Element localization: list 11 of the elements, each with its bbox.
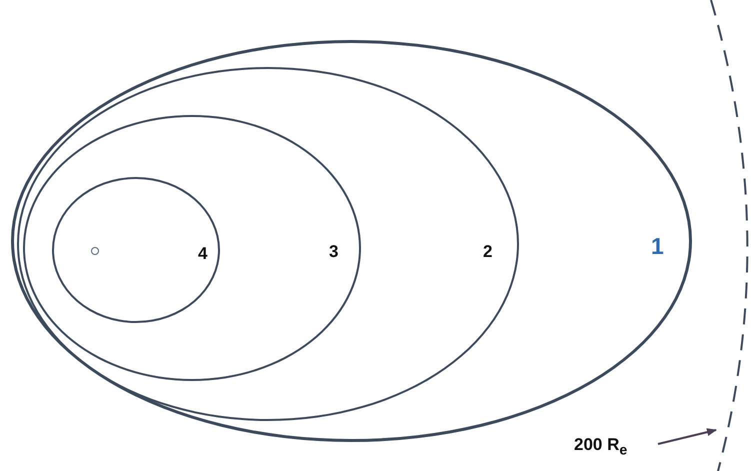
- arrow: [658, 428, 717, 445]
- ellipse-boundary: [17, 67, 519, 421]
- ellipse-boundary: [23, 115, 361, 381]
- region-number: 1: [651, 235, 664, 258]
- distance-label: 200 R$_{e}$: [574, 436, 628, 458]
- earth-circle: [91, 247, 99, 255]
- region-number: 2: [483, 243, 492, 260]
- ellipse-boundary: [52, 177, 220, 323]
- region-number: 4: [198, 245, 208, 262]
- dashed-arc: [708, 0, 751, 471]
- region-number: 3: [329, 243, 338, 260]
